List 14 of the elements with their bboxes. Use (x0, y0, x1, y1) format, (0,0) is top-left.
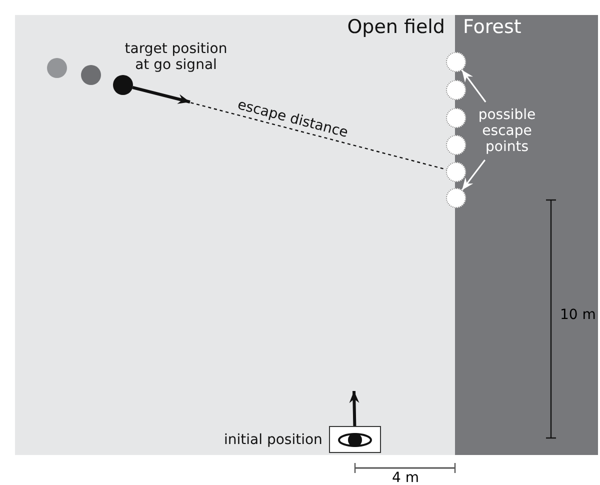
callout-text: possible escape points (477, 107, 537, 155)
caption-text: target position at go signal (124, 41, 228, 74)
dimension-label: 4 m (392, 470, 419, 485)
dimension-label: 10 m (560, 307, 596, 324)
caption-text: initial position (224, 432, 322, 448)
target-trail-dot (47, 58, 67, 78)
target-trail-dot (81, 65, 101, 85)
edge-label: escape distance (235, 96, 350, 141)
forest-area (455, 15, 598, 455)
target-dot (113, 75, 133, 95)
area-heading: Open field (347, 17, 445, 39)
area-heading: Forest (463, 17, 522, 39)
open-field-area (15, 15, 455, 455)
start-box (329, 426, 381, 453)
